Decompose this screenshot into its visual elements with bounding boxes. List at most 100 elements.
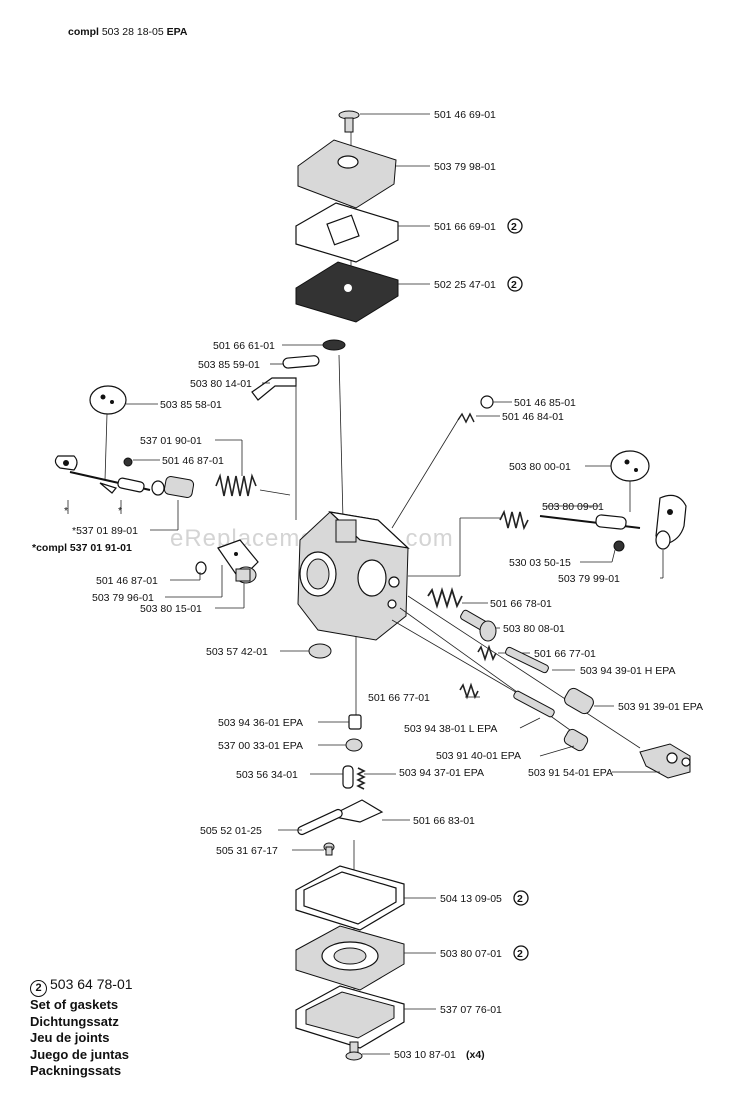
header-suffix: EPA bbox=[166, 26, 188, 38]
part-label: 501 66 78-01 bbox=[490, 598, 552, 610]
legend-badge: 2 bbox=[30, 980, 47, 997]
screw-top bbox=[338, 110, 360, 133]
diaphragm-bottom bbox=[295, 925, 405, 991]
part-label: 503 80 08-01 bbox=[503, 623, 565, 635]
part-label: 503 80 07-01 bbox=[440, 948, 502, 960]
screw-small bbox=[195, 561, 207, 575]
spring-left bbox=[215, 473, 257, 497]
needle-h bbox=[505, 646, 549, 674]
part-label: 503 85 59-01 bbox=[198, 359, 260, 371]
leader-line bbox=[539, 745, 575, 757]
axis-line bbox=[407, 595, 641, 749]
spring-l bbox=[459, 682, 479, 700]
part-label: 501 66 83-01 bbox=[413, 815, 475, 827]
lever-disc-left bbox=[89, 385, 127, 415]
spring-idle bbox=[427, 586, 463, 610]
part-label: 503 94 37-01 EPA bbox=[399, 767, 484, 779]
axis-line bbox=[338, 354, 344, 521]
part-label: 501 46 85-01 bbox=[514, 397, 576, 409]
part-label: 503 79 99-01 bbox=[558, 573, 620, 585]
part-label: 503 79 96-01 bbox=[92, 592, 154, 604]
leader-line bbox=[519, 717, 541, 729]
metering-lever bbox=[297, 765, 384, 836]
star-mark: * bbox=[64, 505, 68, 517]
legend-line: Set of gaskets bbox=[30, 997, 119, 1012]
idle-screw bbox=[460, 609, 497, 642]
limiter-cap-h bbox=[564, 687, 594, 715]
part-label: 503 80 00-01 bbox=[509, 461, 571, 473]
part-label: 503 91 54-01 EPA bbox=[528, 767, 613, 779]
lever-disc-right bbox=[610, 450, 650, 482]
part-label: 505 31 67-17 bbox=[216, 845, 278, 857]
cover-bottom bbox=[295, 985, 405, 1049]
gasket-top bbox=[295, 202, 399, 263]
part-label: 504 13 09-05 bbox=[440, 893, 502, 905]
tube-1 bbox=[282, 355, 320, 369]
part-label: 537 07 76-01 bbox=[440, 1004, 502, 1016]
part-label: 501 66 77-01 bbox=[368, 692, 430, 704]
part-label: 503 85 58-01 bbox=[160, 399, 222, 411]
gasket-set-badge: 2 bbox=[507, 218, 523, 234]
star-mark: * bbox=[118, 505, 122, 517]
spring-h bbox=[477, 644, 497, 662]
header-title: compl 503 28 18-05 EPA bbox=[68, 26, 187, 38]
limiter-cap-l bbox=[563, 728, 589, 752]
svg-text:2: 2 bbox=[511, 279, 517, 291]
part-label: 530 03 50-15 bbox=[509, 557, 571, 569]
part-label: 501 46 87-01 bbox=[96, 575, 158, 587]
throttle-shaft-right bbox=[499, 494, 687, 552]
legend-line: Jeu de joints bbox=[30, 1030, 110, 1045]
part-label: 501 46 87-01 bbox=[162, 455, 224, 467]
part-label: 501 66 77-01 bbox=[534, 648, 596, 660]
needle-l bbox=[513, 690, 555, 718]
part-label: 501 66 69-01 bbox=[434, 221, 496, 233]
part-label: *537 01 89-01 bbox=[72, 525, 138, 537]
gasket-set-badge: 2 bbox=[507, 276, 523, 292]
part-label: 503 79 98-01 bbox=[434, 161, 496, 173]
part-label: 503 80 14-01 bbox=[190, 378, 252, 390]
gasket-bottom bbox=[295, 865, 405, 931]
header-prefix: compl bbox=[68, 26, 99, 38]
svg-text:2: 2 bbox=[517, 948, 523, 960]
part-label: 537 00 33-01 EPA bbox=[218, 740, 303, 752]
part-label: 503 57 42-01 bbox=[206, 646, 268, 658]
filter-cylinder bbox=[235, 566, 257, 584]
plug-small bbox=[345, 738, 363, 752]
legend-line: Packningssats bbox=[30, 1063, 122, 1078]
leader-line bbox=[104, 413, 108, 481]
leader-line bbox=[391, 419, 459, 529]
diaphragm-black bbox=[295, 261, 399, 323]
svg-text:2: 2 bbox=[517, 893, 523, 905]
part-label: 501 66 61-01 bbox=[213, 340, 275, 352]
quantity-label: (x4) bbox=[466, 1049, 485, 1061]
spring-small bbox=[457, 412, 475, 424]
part-label: 501 46 84-01 bbox=[502, 411, 564, 423]
tube-bent bbox=[251, 377, 297, 401]
part-label: *compl 537 01 91-01 bbox=[32, 542, 132, 554]
part-label: 501 46 69-01 bbox=[434, 109, 496, 121]
gasket-set-badge: 2 bbox=[513, 890, 529, 906]
part-label: 502 25 47-01 bbox=[434, 279, 496, 291]
svg-text:2: 2 bbox=[511, 221, 517, 233]
part-label: 505 52 01-25 bbox=[200, 825, 262, 837]
ball-small bbox=[480, 395, 494, 409]
part-label: 503 91 39-01 EPA bbox=[618, 701, 703, 713]
legend-line: Juego de juntas bbox=[30, 1046, 129, 1062]
needle-valve-disc bbox=[322, 339, 346, 351]
part-label: 503 80 09-01 bbox=[542, 501, 604, 513]
part-label: 503 94 39-01 H EPA bbox=[580, 665, 676, 677]
part-label: 503 94 36-01 EPA bbox=[218, 717, 303, 729]
legend-number: 503 64 78-01 bbox=[50, 976, 133, 992]
limiter-tool bbox=[639, 743, 691, 779]
leader-line bbox=[611, 549, 616, 563]
part-label: 503 94 38-01 L EPA bbox=[404, 723, 497, 735]
plug bbox=[308, 643, 332, 659]
part-label: 503 56 34-01 bbox=[236, 769, 298, 781]
legend-line: Dichtungssatz bbox=[30, 1013, 119, 1029]
cover-plate bbox=[297, 139, 397, 209]
carburetor-body bbox=[297, 511, 410, 641]
part-label: 503 10 87-01 bbox=[394, 1049, 456, 1061]
choke-shaft-left bbox=[54, 455, 195, 499]
gasket-set-badge: 2 bbox=[513, 945, 529, 961]
